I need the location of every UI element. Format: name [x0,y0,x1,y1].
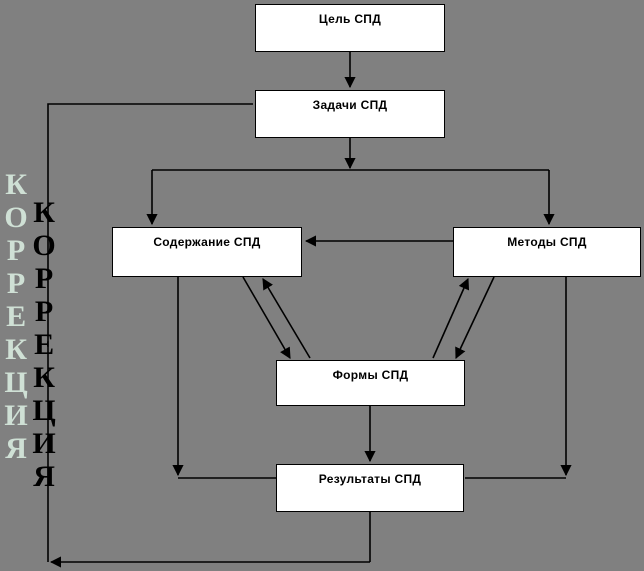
node-soderzhanie-label: Содержание СПД [153,235,261,249]
correction-label: КОРРЕКЦИЯ [27,196,61,493]
node-metody[interactable]: Методы СПД [453,227,641,277]
node-cel[interactable]: Цель СПД [255,4,445,52]
node-zadachi[interactable]: Задачи СПД [255,90,445,138]
node-soderzhanie[interactable]: Содержание СПД [112,227,302,277]
edge-feedback-up-to-zadachi [47,103,253,562]
node-metody-label: Методы СПД [507,235,587,249]
edge-soderzhanie-to-formy [242,276,291,359]
edge-metody-to-formy [455,276,495,360]
node-zadachi-label: Задачи СПД [312,98,388,112]
node-formy[interactable]: Формы СПД [276,360,465,406]
node-cel-label: Цель СПД [318,12,382,26]
node-formy-label: Формы СПД [332,368,409,382]
node-rezultaty-label: Результаты СПД [318,472,422,486]
node-rezultaty[interactable]: Результаты СПД [276,464,464,512]
correction-label-shadow: КОРРЕКЦИЯ [0,168,33,465]
edge-formy-to-soderzhanie [262,278,311,359]
edge-formy-to-metody [432,277,470,359]
